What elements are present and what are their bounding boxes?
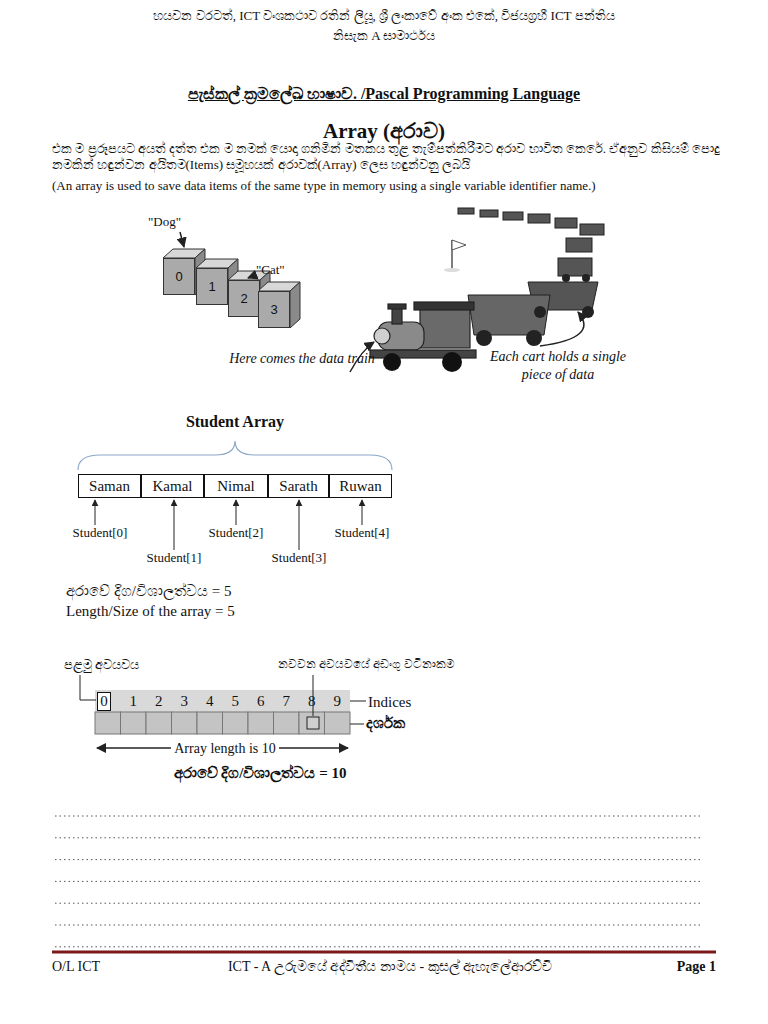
page-text: O/L ICT: [52, 958, 152, 976]
index-label: Student[4]: [322, 525, 402, 541]
array-cell: [325, 712, 351, 734]
writing-line: [55, 816, 702, 817]
node-text: Sarath: [279, 478, 317, 495]
array-cell: Kamal: [141, 474, 204, 498]
definition-text: (An array is used to save data items of …: [52, 178, 720, 194]
array-cell: [146, 712, 172, 734]
node-text: 1: [208, 279, 215, 294]
data-cube: 3: [258, 291, 290, 328]
node-text: 2: [240, 291, 247, 306]
array-cell: [299, 712, 325, 734]
caption-text: Here comes the data train: [222, 350, 382, 368]
page-text: අරාවේ දිග/විශාලත්වය = 10: [120, 764, 400, 783]
data-cube: 0: [163, 258, 195, 295]
array-cell: [95, 712, 121, 734]
page-text: Page 1: [640, 958, 716, 976]
node-text: 0: [100, 693, 108, 710]
array-cell: [274, 712, 300, 734]
writing-line: [55, 946, 702, 947]
callout-label: පළමු අවයවය: [64, 657, 184, 673]
definition-text: එක ම ප්‍රරූපයට අයත් දත්ත එක ම නමක් යොදා …: [52, 141, 720, 174]
array-cell: [121, 712, 147, 734]
index-number: 4: [197, 692, 223, 711]
callout-label: "Cat": [256, 262, 316, 278]
index-number: 5: [223, 692, 249, 711]
node-text: 0: [175, 269, 182, 284]
array-title: Student Array: [150, 412, 320, 432]
data-cube: 2: [228, 280, 260, 317]
node-text: 3: [270, 302, 277, 317]
writing-line: [55, 903, 702, 904]
page-text: Array length is 10: [150, 740, 300, 758]
header-line: හයවන වරටත්, ICT වංශකථාව රතින් ලියූ, ශ්‍ර…: [0, 8, 768, 24]
page-text: ICT - A උරුමයේ අද්විතීය නාමය - කුසල් ඇහැ…: [180, 958, 600, 976]
array-cell: Saman: [78, 474, 141, 498]
index-number: 6: [248, 692, 274, 711]
page-text: දර්ශක: [366, 714, 446, 733]
writing-line: [55, 925, 702, 926]
writing-line: [55, 837, 702, 838]
header-line: නිසැක A සාමාර්ථය: [0, 28, 768, 44]
callout-label: නවවන අවයවයේ අඩංගු වටිනාකම: [278, 657, 478, 672]
callout-label: "Dog": [148, 214, 208, 230]
array-cell: Ruwan: [329, 474, 392, 498]
length-note: අරාවේ දිග/විශාලත්වය = 5: [66, 582, 366, 601]
array-cell: [172, 712, 198, 734]
index-number: 2: [146, 692, 172, 711]
node-text: Ruwan: [339, 478, 382, 495]
index-label: Student[0]: [60, 525, 140, 541]
page-text: Indices: [368, 693, 448, 712]
array-cell: [248, 712, 274, 734]
array-cell: Nimal: [204, 474, 268, 498]
array-cell: [223, 712, 249, 734]
node-text: Kamal: [153, 478, 193, 495]
index-label: Student[2]: [196, 525, 276, 541]
caption-text: Each cart holds a single piece of data: [478, 348, 638, 383]
index-number: 9: [325, 692, 351, 711]
index-number: 7: [274, 692, 300, 711]
index-number: 1: [121, 692, 147, 711]
index-number: 8: [299, 692, 325, 711]
array-cell: [197, 712, 223, 734]
node-text: Saman: [89, 478, 130, 495]
array-cell: Sarath: [268, 474, 329, 498]
index-label: Student[3]: [259, 550, 339, 566]
index-box: 0: [97, 692, 111, 711]
page-title: පැස්කල් ක්‍රමලේඛ භාෂාව. /Pascal Programm…: [0, 84, 768, 104]
writing-line: [55, 859, 702, 860]
index-number: 3: [172, 692, 198, 711]
writing-line: [55, 881, 702, 882]
index-label: Student[1]: [134, 550, 214, 566]
data-cube: 1: [196, 268, 228, 305]
node-text: Nimal: [217, 478, 255, 495]
section-heading: Array (අරාව): [0, 118, 768, 144]
length-note: Length/Size of the array = 5: [66, 602, 366, 621]
